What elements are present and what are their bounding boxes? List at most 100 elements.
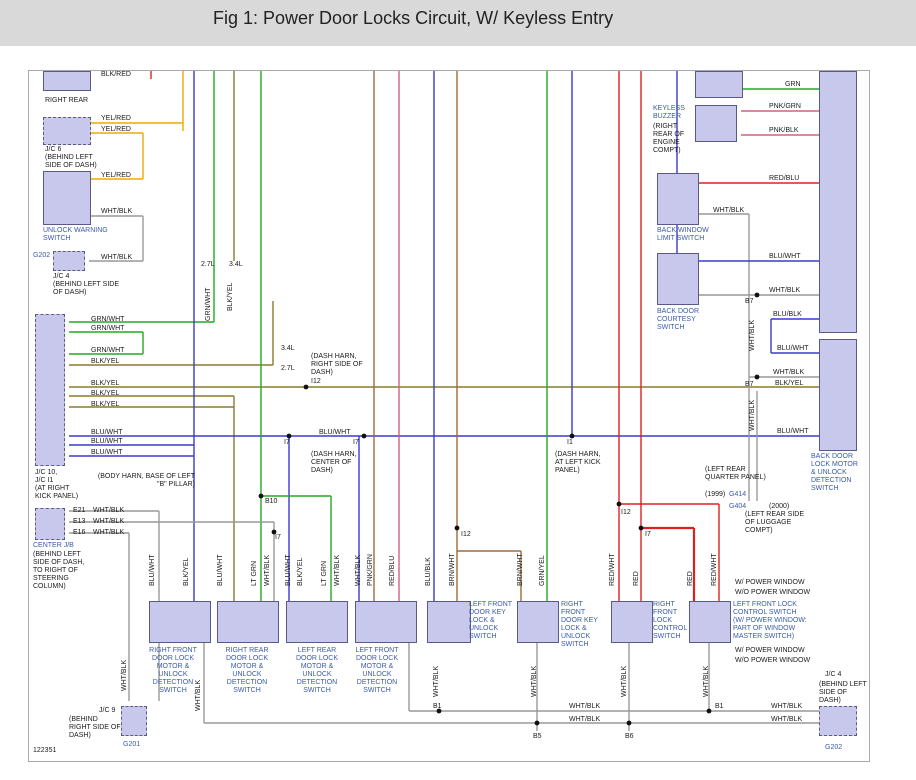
vlbl-grn-yel: GRN/YEL (539, 555, 546, 586)
jc6-connector (43, 117, 91, 145)
vlbl-pnk-grn: PNK/GRN (367, 554, 374, 586)
rf-key-switch (517, 601, 559, 643)
lbl-1999: (1999) (705, 491, 726, 498)
lbl-b7b: B7 (745, 381, 754, 388)
lbl-wht-blk-g3: WHT/BLK (771, 703, 803, 710)
lbl-34lb: 3.4L (281, 345, 295, 352)
wire-layer (69, 71, 819, 731)
splice-b1b (706, 708, 712, 714)
lbl-red-blu: RED/BLU (769, 175, 800, 182)
jc4-connector-a (53, 251, 85, 271)
lbl-back-window: BACK WINDOW LIMIT SWITCH (657, 227, 709, 242)
lbl-2000: (2000) (769, 503, 790, 510)
splice-i7c (271, 529, 277, 535)
splice-i12 (303, 384, 309, 390)
back-door-courtesy-switch (657, 253, 699, 305)
lbl-dash-center: (DASH HARN, CENTER OF DASH) (311, 451, 357, 474)
lbl-jc4-b: J/C 4 (825, 671, 842, 678)
vlbl-red-wht: RED/WHT (609, 553, 616, 586)
vlbl-wht-blk-1: WHT/BLK (264, 554, 271, 586)
lbl-back-door-courtesy: BACK DOOR COURTESY SWITCH (657, 308, 700, 331)
splice-b10 (258, 493, 264, 499)
lf-control-switch (689, 601, 731, 643)
splice-i12c (616, 501, 622, 507)
vlbl-wht-blk-b6b: WHT/BLK (703, 665, 710, 697)
vlbl-lt-grn-2: LT GRN (321, 560, 328, 586)
vlbl-brn-wht: BRN/WHT (449, 553, 456, 586)
lbl-yel-red-c: YEL/RED (101, 172, 131, 179)
lbl-e13: E13 (73, 518, 86, 525)
vlbl-blu-wht-3: BLU/WHT (285, 554, 292, 587)
lbl-grn-wht-2: GRN/WHT (91, 325, 125, 332)
back-window-switch (657, 173, 699, 225)
lbl-wht-blk-2: WHT/BLK (101, 254, 133, 261)
lbl-wht-blk-e13: WHT/BLK (93, 518, 125, 525)
lbl-jc4-a-loc: (BEHIND LEFT SIDE OF DASH) (53, 281, 119, 296)
lbl-pnk-blk: PNK/BLK (769, 127, 799, 134)
lbl-blu-wht-2: BLU/WHT (91, 438, 123, 445)
lbl-yel-red-a: YEL/RED (101, 115, 131, 122)
lbl-yel-red-b: YEL/RED (101, 126, 131, 133)
splice-b7a (754, 292, 760, 298)
lbl-b1b: B1 (715, 703, 724, 710)
vlbl-wht-blk-gnd: WHT/BLK (195, 679, 202, 711)
splice-i12b (454, 525, 460, 531)
vlbl-wht-blk-b1: WHT/BLK (433, 665, 440, 697)
vlbl-blu-blk: BLU/BLK (425, 557, 432, 586)
lbl-27lb: 2.7L (281, 365, 295, 372)
lbl-blu-wht-m: BLU/WHT (777, 345, 809, 352)
lbl-i7b: I7 (353, 439, 359, 446)
unlock-warning-switch (43, 171, 91, 225)
lbl-blk-yel-m: BLK/YEL (775, 380, 804, 387)
splice-b1a (436, 708, 442, 714)
back-door-motor (819, 339, 857, 451)
lbl-jc6: J/C 6 (45, 146, 62, 153)
lbl-back-door-motor: BACK DOOR LOCK MOTOR & UNLOCK DETECTION … (811, 453, 858, 492)
lbl-blu-wht-m2: BLU/WHT (777, 428, 809, 435)
lbl-grn-wht-3: GRN/WHT (91, 347, 125, 354)
lf-key-switch (427, 601, 471, 643)
lbl-e21: E21 (73, 507, 86, 514)
lbl-jc9: J/C 9 (99, 707, 116, 714)
vlbl-blu-wht-2: BLU/WHT (217, 554, 224, 587)
jc10-connector (35, 314, 65, 466)
lbl-g201: G201 (123, 741, 141, 748)
lbl-rf-motor: RIGHT FRONT DOOR LOCK MOTOR & UNLOCK DET… (149, 647, 197, 694)
lbl-wht-blk-1: WHT/BLK (101, 208, 133, 215)
vlbl-wht-blk-b6a: WHT/BLK (621, 665, 628, 697)
rr-door-motor (217, 601, 279, 643)
lbl-b1a: B1 (433, 703, 442, 710)
lbl-wht-blk-e16: WHT/BLK (93, 529, 125, 536)
lbl-grn-wht-1: GRN/WHT (91, 316, 125, 323)
lbl-center-jb-loc: (BEHIND LEFT SIDE OF DASH, TO RIGHT OF S… (33, 551, 85, 590)
lbl-i12c: I12 (621, 509, 631, 516)
lbl-lf-key: LEFT FRONT DOOR KEY LOCK & UNLOCK SWITCH (469, 601, 512, 640)
lbl-jc4-a: J/C 4 (53, 273, 70, 280)
lbl-blk-red: BLK/RED (101, 71, 131, 78)
lbl-blk-yel-2: BLK/YEL (91, 380, 120, 387)
vlbl-red-blu: RED/BLU (389, 555, 396, 586)
lbl-wht-blk-cs: WHT/BLK (769, 287, 801, 294)
lbl-wht-blk-m: WHT/BLK (773, 369, 805, 376)
right-rear-switch (43, 71, 91, 91)
lbl-i7a: I7 (284, 439, 290, 446)
lbl-blu-wht-4: BLU/WHT (319, 429, 351, 436)
title-bar: Fig 1: Power Door Locks Circuit, W/ Keyl… (0, 0, 916, 46)
vlbl-wht-blk-rside2: WHT/BLK (749, 399, 756, 431)
lr-door-motor (286, 601, 348, 643)
splice-i7a (286, 433, 292, 439)
lbl-27l: 2.7L (201, 261, 215, 268)
lbl-i1: I1 (567, 439, 573, 446)
lbl-jc10-loc: (AT RIGHT KICK PANEL) (35, 485, 79, 500)
lbl-jc9-loc: (BEHIND RIGHT SIDE OF DASH) (69, 716, 121, 739)
lbl-jc10: J/C 10, (35, 469, 58, 476)
lbl-b5: B5 (533, 733, 542, 740)
lbl-e16: E16 (73, 529, 86, 536)
lbl-lf-ctrl: LEFT FRONT LOCK CONTROL SWITCH (W/ POWER… (733, 601, 807, 640)
keyless-control-unit (819, 71, 857, 333)
lbl-i7c: I7 (275, 534, 281, 541)
vlbl-red: RED (633, 571, 640, 586)
lbl-fig-no: 122351 (33, 747, 57, 754)
lbl-jc11: J/C I1 (35, 477, 54, 484)
vlbl-wht-blk-b5: WHT/BLK (531, 665, 538, 697)
